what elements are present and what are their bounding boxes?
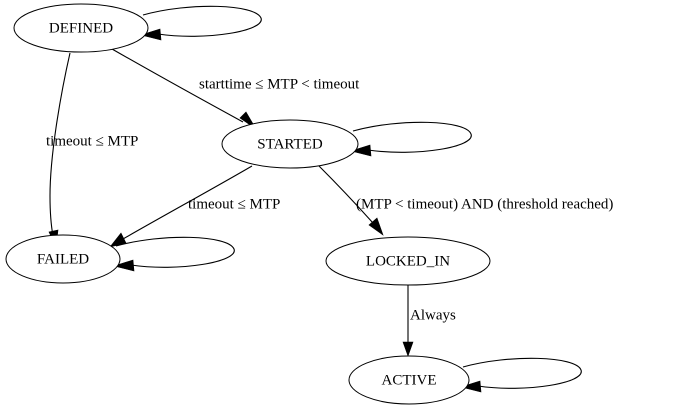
edge-defined-to-failed [48,52,71,249]
edge-active-to-active [459,357,582,393]
edge-started-to-failed [109,165,253,248]
node-shape-active[interactable] [348,355,470,405]
self-loop-path-started [352,121,472,153]
edge-path-defined-started [111,48,244,123]
edge-label-defined-failed: timeout ≤ MTP [46,133,138,149]
edge-path-defined-failed [49,52,71,237]
node-failed[interactable]: FAILED [5,234,121,284]
arrowhead-active-self [459,380,482,393]
self-loop-path-defined [142,5,262,37]
node-defined[interactable]: DEFINED [13,3,149,53]
node-label-active: ACTIVE [382,372,437,388]
edge-defined-to-defined [139,5,262,41]
node-locked-in[interactable]: LOCKED_IN [325,236,491,286]
node-active[interactable]: ACTIVE [348,355,470,405]
edge-locked-in-to-active [402,285,414,357]
node-started[interactable]: STARTED [221,119,359,169]
node-shape-failed[interactable] [5,234,121,284]
node-shape-locked-in[interactable] [325,236,491,286]
node-label-locked-in: LOCKED_IN [366,253,450,269]
arrowhead-started-self [349,144,372,157]
arrowhead-started-locked-in [368,217,384,236]
arrowhead-failed-self [112,259,135,272]
self-loop-path-active [462,357,582,389]
edge-started-to-locked-in [318,165,384,236]
edge-label-locked-in-active: Always [410,307,456,323]
edge-label-started-locked-in: (MTP < timeout) AND (threshold reached) [356,196,613,212]
arrowhead-locked-in-active [402,341,414,357]
edge-failed-to-failed [112,236,235,272]
arrowhead-defined-self [139,28,162,41]
node-label-failed: FAILED [37,251,89,267]
self-loop-path-failed [115,236,235,268]
edge-label-defined-started: starttime ≤ MTP < timeout [199,76,360,92]
arrowhead-started-failed [109,232,127,248]
edge-label-started-failed: timeout ≤ MTP [188,196,280,212]
node-shape-started[interactable] [221,119,359,169]
edge-started-to-started [349,121,472,157]
node-shape-defined[interactable] [13,3,149,53]
node-label-started: STARTED [257,136,323,152]
edge-path-started-locked-in [318,165,374,224]
edge-path-started-failed [122,165,253,240]
node-label-defined: DEFINED [49,20,113,36]
